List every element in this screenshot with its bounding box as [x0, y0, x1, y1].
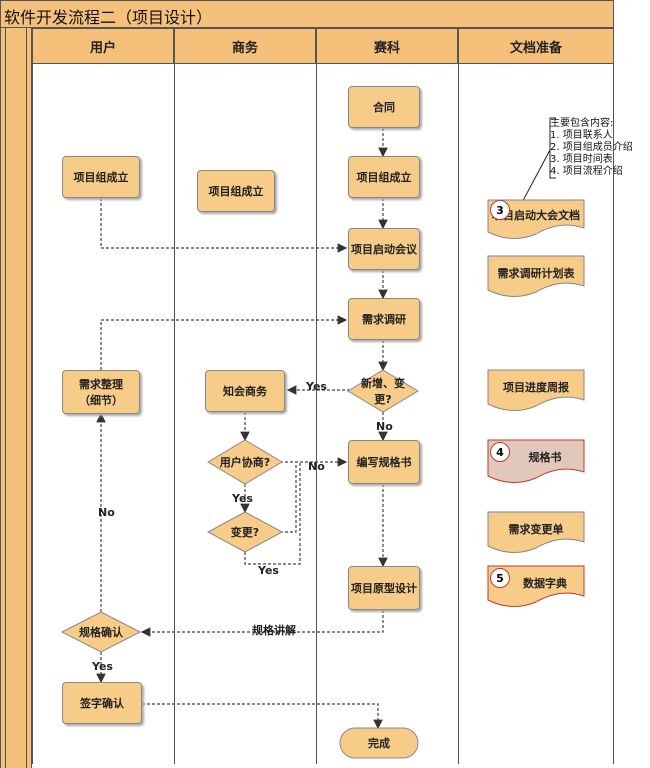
note-item: 4. 项目流程介绍: [550, 166, 623, 177]
doc-kickoff: 项目启动大会文档: [488, 200, 584, 230]
note-item: 3. 项目时间表: [550, 154, 613, 165]
doc-spec-book-label: 规格书: [528, 451, 562, 464]
doc-research-plan-label: 需求调研计划表: [497, 267, 575, 280]
edge-userteam-kickoff: [100, 198, 348, 253]
doc-shape-change-list: [487, 511, 585, 553]
edge-label-no: No: [98, 506, 115, 519]
doc-change-list-label: 需求变更单: [508, 523, 564, 536]
node-notify-business: 知会商务: [205, 370, 285, 412]
lane-header-business: 商务: [174, 28, 316, 64]
node-requirement-organize: 需求整理 （细节）: [62, 370, 140, 414]
doc-spec-book: 规格书: [506, 442, 584, 472]
lane-user: [32, 64, 174, 764]
label-user-negotiate: 用户协商?: [219, 456, 271, 469]
node-requirement-research: 需求调研: [348, 298, 420, 340]
node-team-user: 项目组成立: [62, 156, 140, 198]
node-kickoff-meeting: 项目启动会议: [348, 228, 420, 270]
doc-progress-weekly: 项目进度周报: [488, 372, 584, 402]
doc-shape-research-plan: [487, 255, 585, 297]
badge-3: 3: [490, 200, 510, 220]
doc-change-list: 需求变更单: [488, 514, 584, 544]
edge-label-no: No: [308, 460, 325, 473]
edge-label-yes: Yes: [232, 492, 253, 505]
terminator-done: [339, 727, 419, 759]
lane-saike: [316, 64, 458, 764]
lane-header-user: 用户: [32, 28, 174, 64]
left-strip: [0, 28, 32, 768]
doc-research-plan: 需求调研计划表: [488, 258, 584, 288]
lane-docs: [458, 64, 614, 764]
edge-label-yes: Yes: [306, 380, 327, 393]
label-spec-confirm: 规格确认: [79, 626, 123, 639]
note-item: 2. 项目组成员介绍: [550, 142, 633, 153]
node-contract: 合同: [348, 86, 420, 128]
edge-label-yes: Yes: [92, 660, 113, 673]
doc-kickoff-label: 项目启动大会文档: [492, 209, 580, 222]
edge-change-spec: [280, 462, 297, 533]
left-strip-inner: [5, 28, 27, 768]
node-team-business: 项目组成立: [197, 170, 275, 212]
edge-label-yes: Yes: [258, 564, 279, 577]
edge-label-no: No: [376, 420, 393, 433]
note-heading: 主要包含内容:: [550, 118, 614, 129]
doc-shape-progress: [487, 369, 585, 411]
node-prototype-design: 项目原型设计: [348, 566, 420, 610]
badge-5: 5: [490, 568, 510, 588]
label-change: 变更?: [230, 526, 260, 539]
node-write-spec: 编写规格书: [348, 440, 420, 484]
edge-reqorg-research: [100, 315, 348, 370]
title-bar: 软件开发流程二（项目设计）: [0, 0, 614, 28]
kickoff-note: 主要包含内容: 1. 项目联系人 2. 项目组成员介绍 3. 项目时间表 4. …: [550, 118, 650, 178]
page-title: 软件开发流程二（项目设计）: [4, 8, 213, 27]
node-sign-confirm: 签字确认: [62, 682, 142, 724]
diamond-spec-confirm: [60, 611, 142, 653]
doc-data-dict: 数据字典: [506, 568, 584, 598]
doc-shape-spec-book: [487, 439, 585, 483]
doc-shape-kickoff: [487, 199, 585, 239]
label-done: 完成: [368, 737, 390, 750]
label-new-change: 新增、变 更?: [361, 377, 405, 406]
node-team-saike: 项目组成立: [348, 156, 420, 198]
diamond-user-negotiate: [207, 439, 283, 485]
lane-business: [174, 64, 316, 764]
edge-change-loop: [244, 462, 301, 565]
doc-progress-weekly-label: 项目进度周报: [503, 381, 569, 394]
edge-label-spec-explain: 规格讲解: [252, 624, 296, 637]
note-item: 1. 项目联系人: [550, 130, 613, 141]
badge-4: 4: [490, 442, 510, 462]
doc-shape-data-dict: [487, 565, 585, 607]
note-bracket: [549, 117, 556, 179]
doc-data-dict-label: 数据字典: [523, 577, 567, 590]
edge-prototype-confirm: [140, 610, 384, 637]
lane-header-docs: 文档准备: [458, 28, 614, 64]
diamond-change: [206, 511, 284, 553]
edge-sign-done: [142, 703, 383, 730]
lane-header-saike: 赛科: [316, 28, 458, 64]
diamond-new-change: [347, 369, 419, 413]
